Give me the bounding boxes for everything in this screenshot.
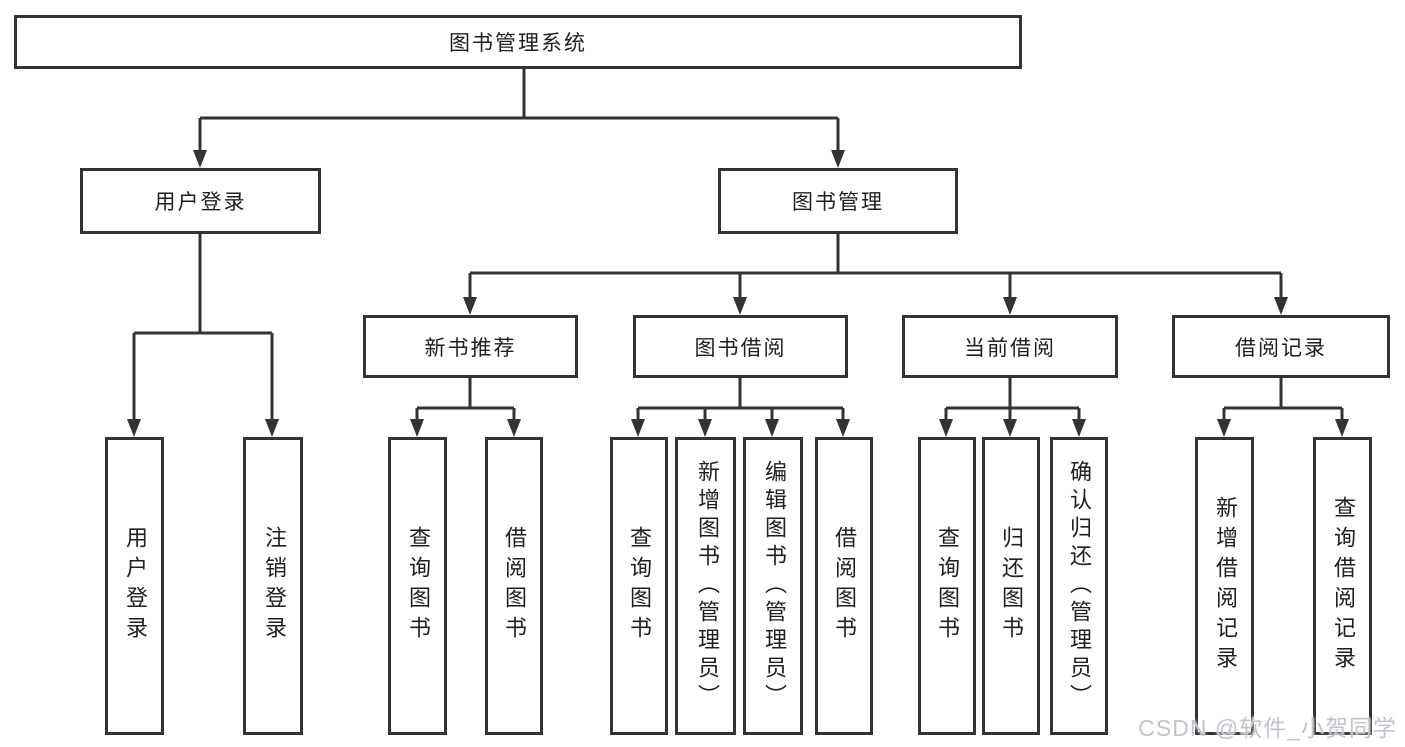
leaf-return-book: 归还图书: [982, 437, 1040, 735]
node-current-borrowing: 当前借阅: [902, 315, 1118, 378]
node-book-borrowing-label: 图书借阅: [694, 336, 787, 360]
node-user-login-label: 用户登录: [154, 191, 247, 214]
node-root: 图书管理系统: [14, 15, 1022, 69]
node-borrowing-records-label: 借阅记录: [1235, 336, 1327, 360]
leaf-query-books-borrowing: 查询图书: [610, 437, 668, 735]
leaf-borrow-books-recommend: 借阅图书: [485, 437, 543, 735]
node-book-borrowing: 图书借阅: [633, 315, 848, 378]
leaf-add-borrow-record: 新增借阅记录: [1195, 437, 1254, 735]
node-new-book-recommend: 新书推荐: [363, 315, 578, 378]
leaf-query-books-current: 查询图书: [918, 437, 976, 735]
node-current-borrowing-label: 当前借阅: [964, 336, 1056, 360]
leaf-query-books-recommend: 查询图书: [388, 437, 447, 735]
node-new-book-recommend-label: 新书推荐: [424, 336, 517, 360]
leaf-query-borrow-record: 查询借阅记录: [1313, 437, 1372, 735]
leaf-user-login: 用户登录: [105, 437, 164, 735]
leaf-edit-book-admin: 编辑图书（管理员）: [743, 437, 803, 735]
node-root-label: 图书管理系统: [449, 32, 587, 55]
node-borrowing-records: 借阅记录: [1172, 315, 1390, 378]
leaf-borrow-books-borrowing: 借阅图书: [815, 437, 873, 735]
node-book-management: 图书管理: [718, 168, 958, 234]
csdn-watermark: CSDN @软件_小贺同学: [1138, 715, 1397, 741]
leaf-add-book-admin: 新增图书（管理员）: [675, 437, 736, 735]
node-user-login: 用户登录: [80, 168, 321, 234]
leaf-confirm-return-admin: 确认归还（管理员）: [1050, 437, 1108, 735]
node-book-management-label: 图书管理: [792, 191, 884, 214]
leaf-logout: 注销登录: [243, 437, 303, 735]
